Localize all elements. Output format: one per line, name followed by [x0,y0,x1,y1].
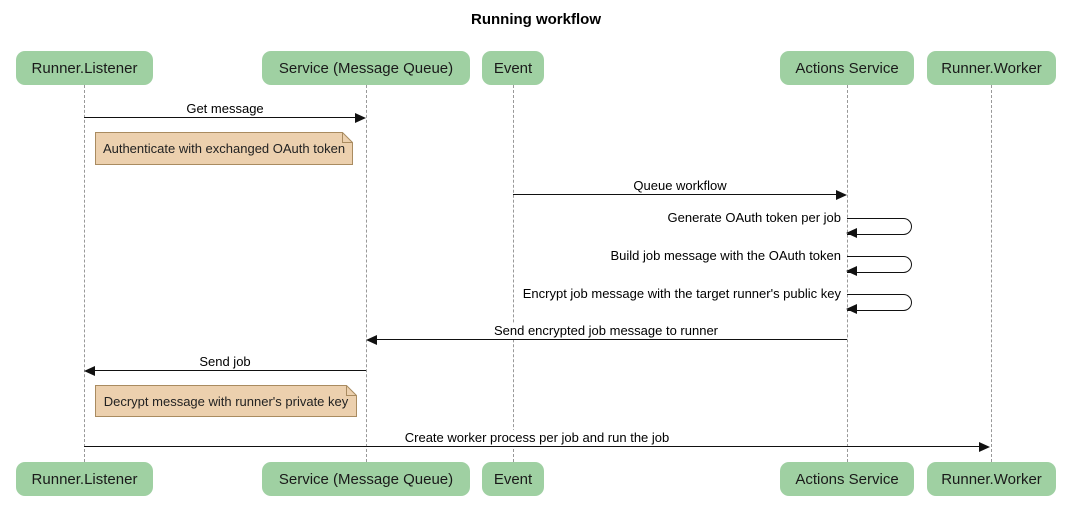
actor-bottom-runner-worker: Runner.Worker [927,462,1056,496]
message-label-generate-oauth-token: Generate OAuth token per job [664,210,844,226]
actor-bottom-actions-service: Actions Service [780,462,914,496]
actor-top-service-message-queue: Service (Message Queue) [262,51,470,85]
message-label-queue-workflow: Queue workflow [630,178,730,194]
message-line-send-encrypted [377,339,847,340]
message-label-create-worker: Create worker process per job and run th… [401,430,673,446]
lifeline-runner-worker [991,85,992,462]
actor-top-runner-worker: Runner.Worker [927,51,1056,85]
message-line-create-worker [84,446,979,447]
arrowhead-left-icon [84,366,95,376]
actor-bottom-runner-listener: Runner.Listener [16,462,153,496]
self-message-loop [846,256,912,276]
actor-top-runner-listener: Runner.Listener [16,51,153,85]
note-authenticate: Authenticate with exchanged OAuth token [95,132,353,165]
message-line-queue-workflow [513,194,836,195]
actor-top-event: Event [482,51,544,85]
arrowhead-right-icon [355,113,366,123]
note-decrypt: Decrypt message with runner's private ke… [95,385,357,417]
note-shape-icon [95,132,353,165]
arrowhead-right-icon [836,190,847,200]
actor-top-actions-service: Actions Service [780,51,914,85]
message-label-encrypt-job-message: Encrypt job message with the target runn… [519,286,844,302]
arrowhead-right-icon [979,442,990,452]
arrowhead-left-icon [846,228,857,238]
message-line-send-job [95,370,366,371]
note-text: Authenticate with exchanged OAuth token [102,141,346,156]
lifeline-runner-listener [84,85,85,462]
arrowhead-left-icon [846,266,857,276]
message-label-get-message: Get message [183,101,267,117]
message-label-send-job: Send job [196,354,254,370]
message-label-send-encrypted: Send encrypted job message to runner [490,323,722,339]
note-text: Decrypt message with runner's private ke… [103,393,349,409]
self-message-loop [846,218,912,238]
message-line-get-message [84,117,355,118]
message-label-build-job-message: Build job message with the OAuth token [607,248,844,264]
actor-bottom-event: Event [482,462,544,496]
actor-bottom-service-message-queue: Service (Message Queue) [262,462,470,496]
self-message-loop [846,294,912,314]
diagram-title: Running workflow [471,11,601,28]
arrowhead-left-icon [366,335,377,345]
arrowhead-left-icon [846,304,857,314]
lifeline-service-message-queue [366,85,367,462]
note-shape-icon [95,385,357,417]
lifeline-event [513,85,514,462]
